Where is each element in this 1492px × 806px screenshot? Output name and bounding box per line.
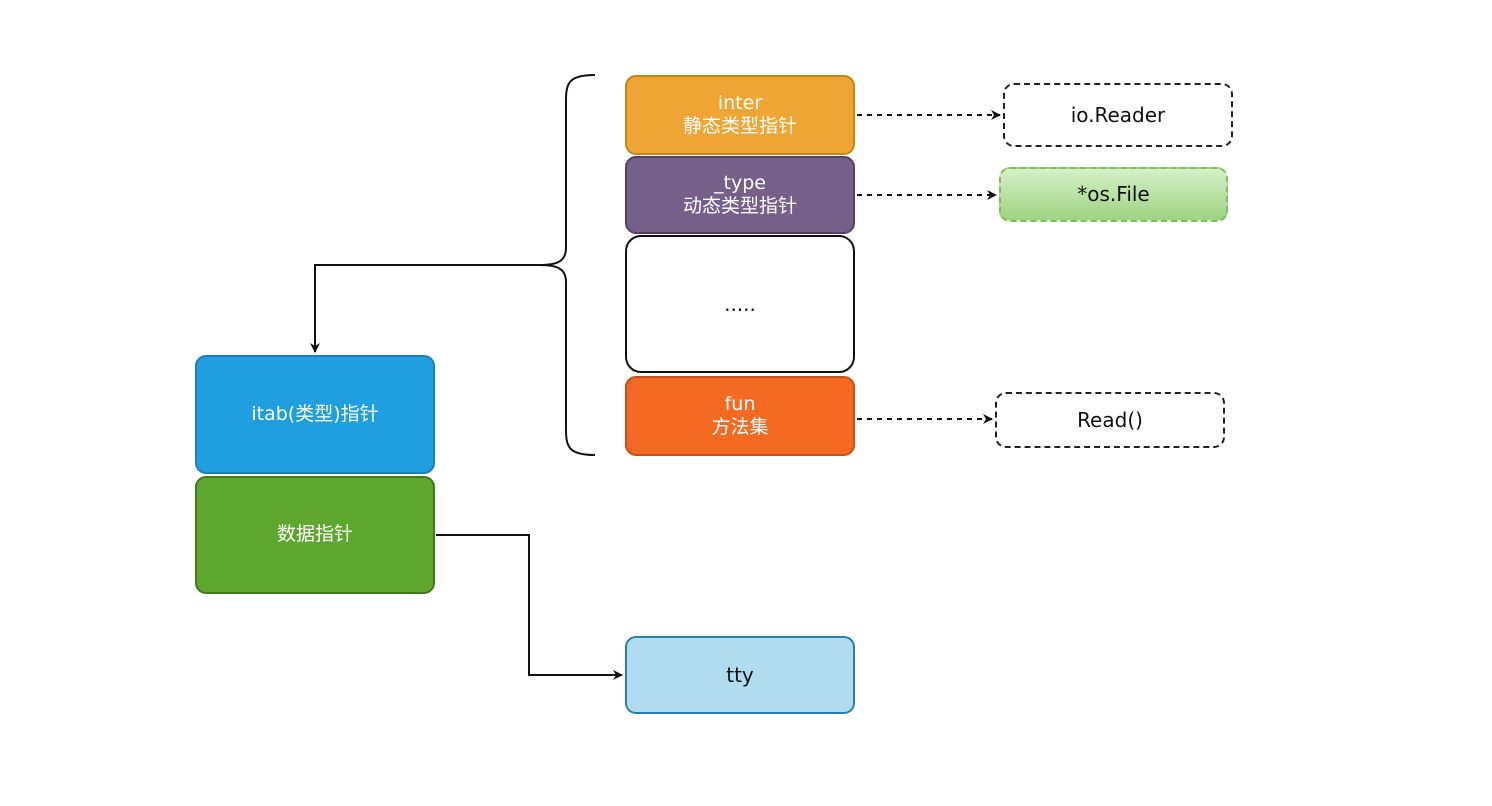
data-pointer-label: 数据指针 bbox=[276, 523, 353, 546]
ellipsis-box: ..... bbox=[625, 235, 855, 373]
data-to-tty-arrow bbox=[436, 534, 623, 680]
type-field-name: _type bbox=[714, 171, 766, 194]
tty-box: tty bbox=[625, 636, 855, 714]
data-pointer-box: 数据指针 bbox=[195, 476, 435, 594]
type-field-desc: 动态类型指针 bbox=[682, 195, 797, 217]
itab-pointer-box: itab(类型)指针 bbox=[195, 355, 435, 474]
itab-brace bbox=[539, 74, 596, 456]
os-file-box: *os.File bbox=[999, 167, 1228, 222]
io-reader-label: io.Reader bbox=[1070, 102, 1166, 127]
io-reader-box: io.Reader bbox=[1003, 83, 1233, 147]
inter-box: inter 静态类型指针 bbox=[625, 75, 855, 155]
read-method-box: Read() bbox=[995, 392, 1225, 448]
os-file-label: *os.File bbox=[1077, 182, 1150, 207]
brace-to-itab-arrow bbox=[310, 264, 540, 353]
read-method-label: Read() bbox=[1077, 407, 1143, 432]
fun-box: fun 方法集 bbox=[625, 376, 855, 456]
itab-pointer-label: itab(类型)指针 bbox=[251, 402, 379, 425]
fun-field-name: fun bbox=[724, 392, 756, 415]
tty-label: tty bbox=[726, 662, 754, 687]
fun-field-desc: 方法集 bbox=[711, 416, 769, 438]
type-box: _type 动态类型指针 bbox=[625, 156, 855, 234]
ellipsis-label: ..... bbox=[724, 291, 756, 316]
inter-field-name: inter bbox=[717, 91, 763, 114]
inter-field-desc: 静态类型指针 bbox=[682, 115, 797, 137]
